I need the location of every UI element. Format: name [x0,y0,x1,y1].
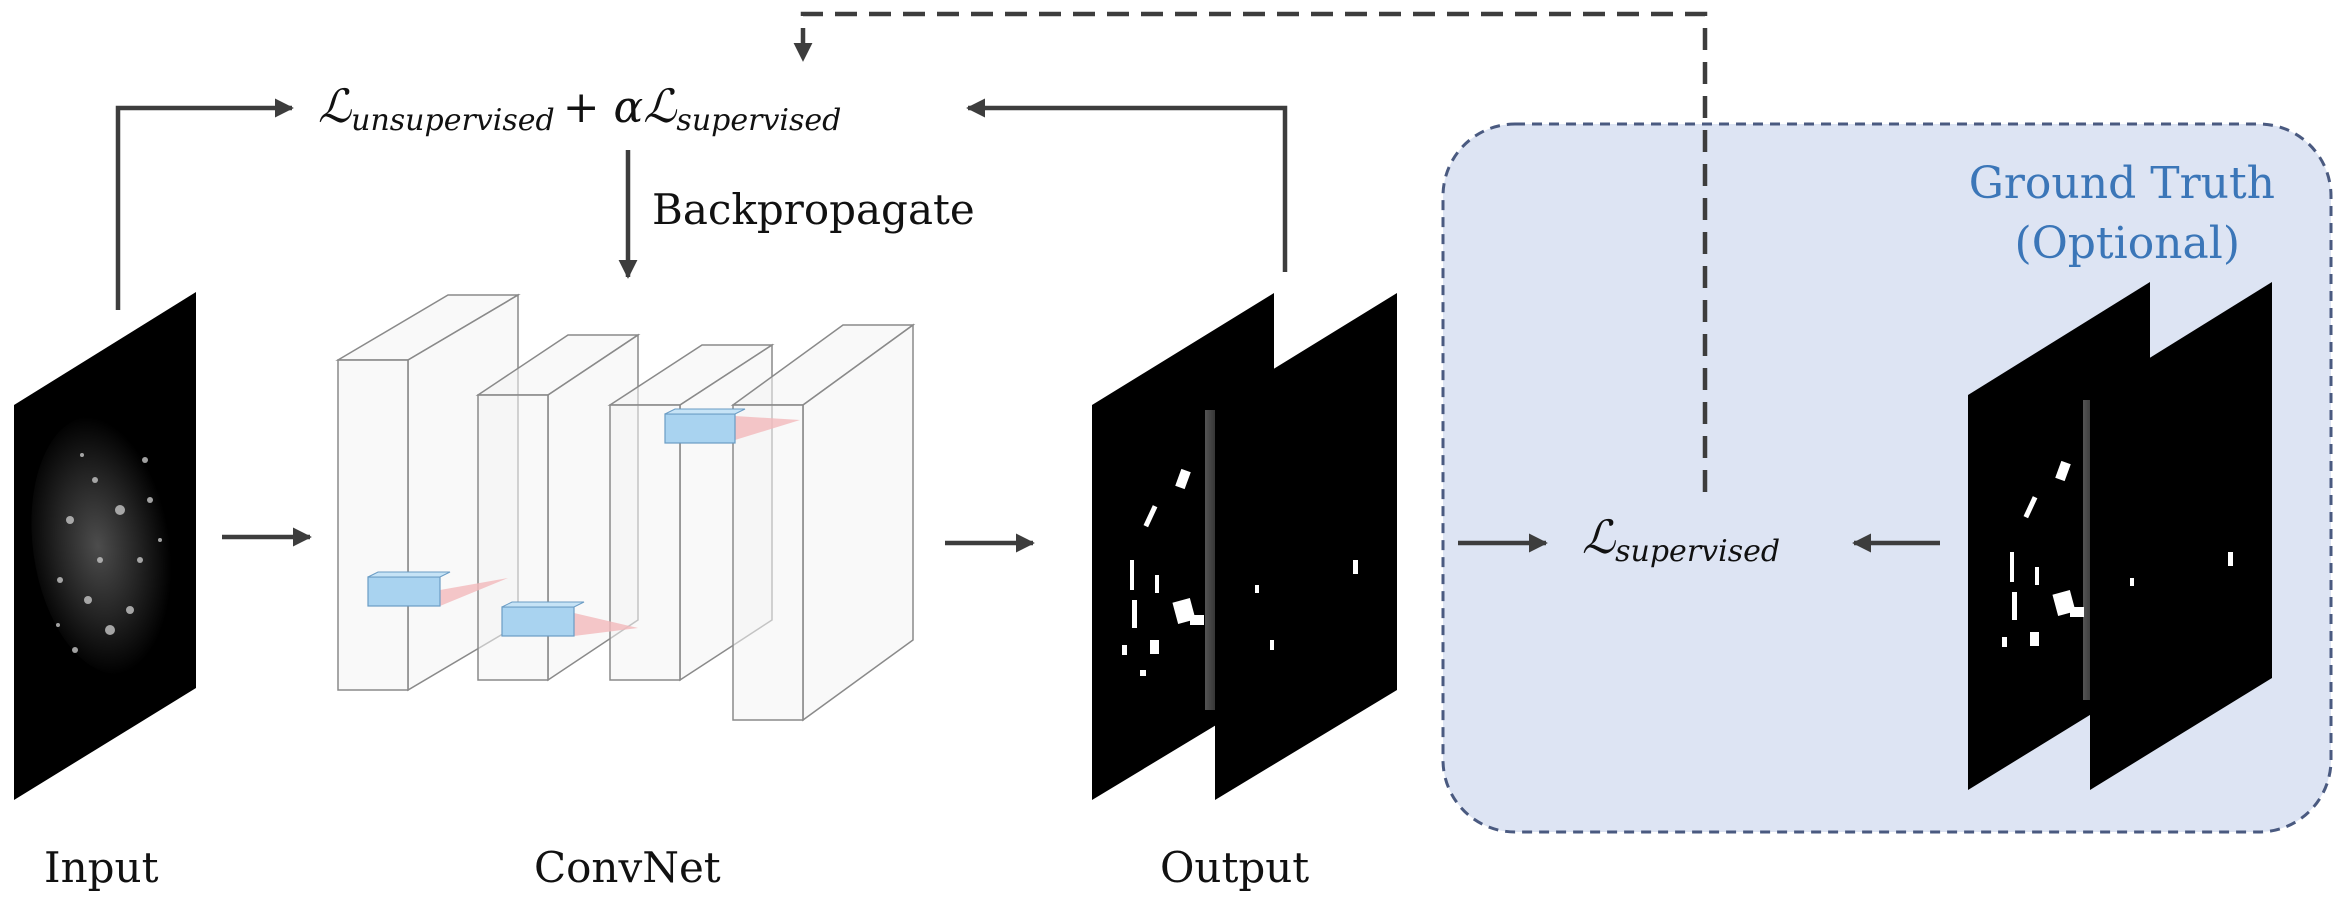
ground-truth-optional-label: (Optional) [2015,218,2240,269]
loss-unsupervised-subscript: unsupervised [351,103,555,138]
output-images [1092,293,1397,800]
supervised-loss-subscript: supervised [1615,534,1780,569]
ground-truth-label: Ground Truth [1969,158,2275,209]
convnet-label: ConvNet [534,843,721,892]
loss-equation: ℒunsupervised+ αℒsupervised [318,79,841,138]
conv-kernels [367,408,800,637]
backpropagate-label: Backpropagate [652,185,975,234]
supervised-loss-script: ℒ [1582,510,1616,564]
loss-script-l2: ℒ [643,79,677,133]
arrow-supervised-feedback [793,11,1708,492]
loss-supervised-subscript: supervised [676,103,841,138]
arrow-output-to-loss [966,98,1288,272]
arrows [115,11,1940,553]
supervised-loss: ℒsupervised [1582,510,1780,569]
arrow-input-to-loss [115,98,294,310]
loss-script-l1: ℒ [318,79,352,133]
input-label: Input [44,843,159,892]
kernel-3 [664,408,800,444]
kernel-2 [501,601,638,637]
output-label: Output [1160,843,1309,892]
input-image [14,292,196,800]
convnet-blocks [335,293,916,722]
loss-plus-alpha: + α [563,82,644,133]
conv-block-4 [730,323,916,722]
kernel-1 [367,571,508,607]
ground-truth-images [1968,282,2272,790]
